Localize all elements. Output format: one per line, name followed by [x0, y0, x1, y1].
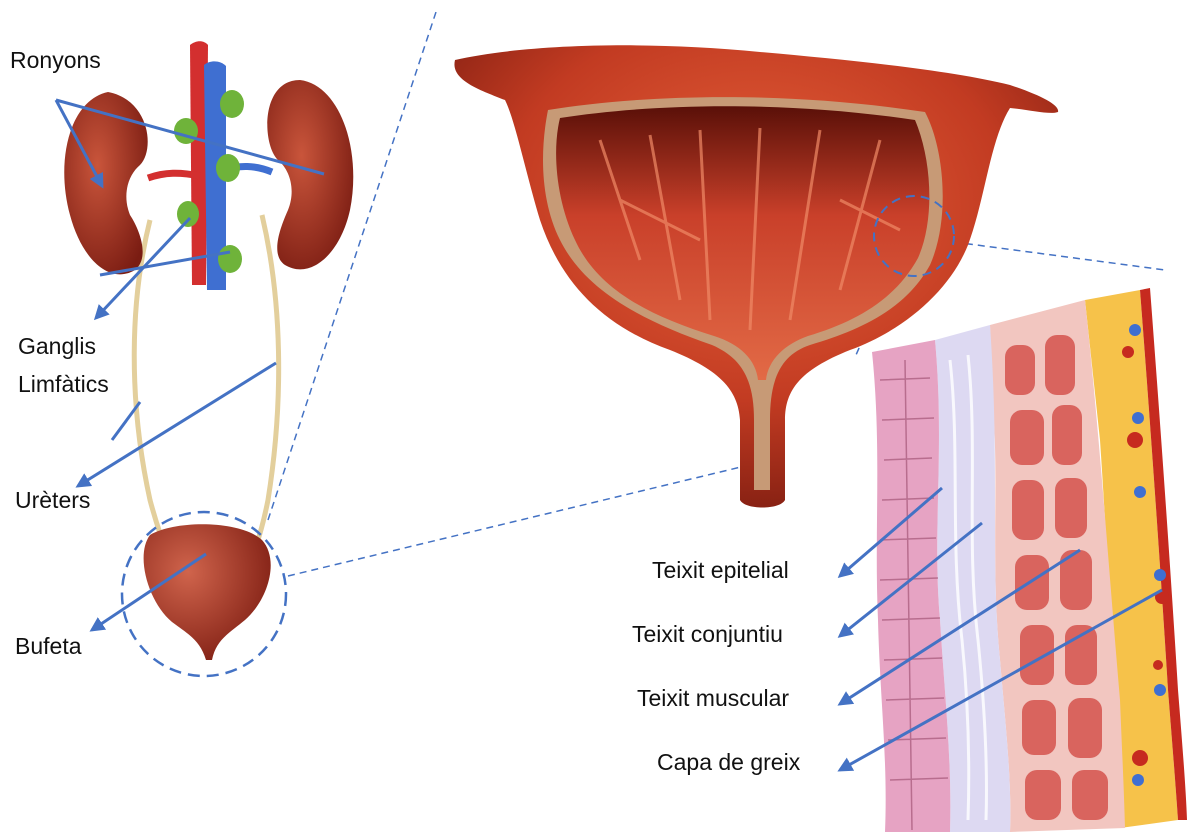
small-bladder [144, 524, 271, 660]
lymph-node-2 [174, 118, 198, 144]
label-lymph-nodes-line1: Ganglis [18, 332, 96, 360]
lymph-node-1 [220, 90, 244, 118]
lymph-node-5 [218, 245, 242, 273]
label-muscular: Teixit muscular [637, 684, 789, 712]
right-ureter [250, 215, 279, 560]
tissue-zoom-line-top [954, 242, 1165, 270]
label-bladder: Bufeta [15, 632, 82, 660]
left-kidney [64, 92, 147, 274]
right-kidney [267, 80, 353, 269]
label-ureters: Urèters [15, 486, 90, 514]
label-epithelial: Teixit epitelial [652, 556, 789, 584]
label-kidneys: Ronyons [10, 46, 101, 74]
label-connective: Teixit conjuntiu [632, 620, 783, 648]
lymph-node-3 [216, 154, 240, 182]
renal-vessel-left [148, 173, 200, 178]
urinary-system-illustration [64, 41, 353, 676]
label-fat: Capa de greix [657, 748, 800, 776]
tissue-layers-illustration [872, 288, 1187, 832]
label-lymph-nodes-line2: Limfàtics [18, 370, 109, 398]
lymph-node-4 [177, 201, 199, 227]
